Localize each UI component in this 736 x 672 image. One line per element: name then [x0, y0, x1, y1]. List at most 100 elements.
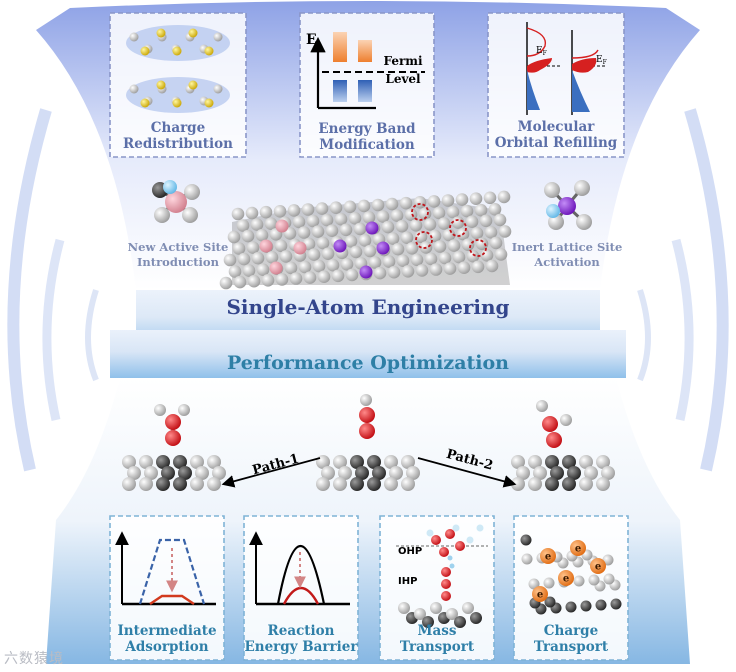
lattice-atom [228, 265, 242, 278]
dopant-purple-atom [359, 265, 373, 279]
lattice-atom [488, 203, 502, 216]
slab-atom [190, 455, 204, 469]
slab-atom [139, 477, 153, 491]
lattice-atom [485, 259, 499, 273]
lattice-atom [326, 258, 340, 272]
sulfur-atom [172, 98, 182, 108]
network-atom [580, 600, 592, 612]
lattice-atom [409, 219, 423, 232]
carbon-atom [213, 32, 223, 42]
slab-atom [545, 477, 559, 491]
lattice-atom [455, 193, 469, 206]
slab-atom [178, 466, 192, 480]
lattice-atom [475, 237, 489, 251]
charge-density-illustration [126, 25, 230, 113]
slab-atom [596, 477, 610, 491]
lattice-atom [401, 265, 415, 278]
lattice-atom [461, 238, 475, 251]
lattice-atom [231, 207, 245, 221]
lattice-atom [457, 261, 471, 275]
ef-label-left: EF [536, 46, 547, 57]
lattice-atom [279, 250, 293, 263]
surface-atom [398, 602, 410, 614]
dopant-pink-atom [293, 241, 307, 255]
lattice-atom [297, 226, 311, 239]
lattice-atom [479, 214, 493, 228]
lattice-atom [344, 235, 358, 248]
slab-atom [122, 477, 136, 491]
oxygen-atom [439, 547, 449, 557]
lattice-atom [441, 194, 455, 207]
inert-lattice-label: Inert Lattice Site Activation [511, 240, 623, 269]
ohp-label: OHP [398, 546, 422, 557]
slab-atom [579, 477, 593, 491]
slab-atom [528, 455, 542, 469]
network-atom [520, 534, 532, 546]
lattice-atom [493, 213, 507, 227]
network-atom [521, 553, 533, 565]
slab-atom [579, 455, 593, 469]
blue-band-left [333, 80, 347, 102]
electron-marker [532, 586, 548, 602]
lattice-atom [339, 223, 353, 237]
slab-atom [550, 466, 564, 480]
slab-atom [367, 477, 381, 491]
intermediate-adsorption-label: Intermediate Adsorption [117, 623, 217, 655]
lattice-atom [390, 209, 404, 222]
electron-label: e [595, 562, 601, 573]
lattice-atom [428, 229, 442, 243]
lattice-atom [446, 205, 460, 219]
sulfur-atom [140, 98, 150, 108]
slab-atom [207, 477, 221, 491]
lattice-atom [404, 208, 418, 221]
carbon-atom [129, 84, 139, 94]
lattice-atom [219, 276, 233, 290]
lattice-atom [387, 265, 401, 279]
surface-atom [446, 608, 458, 620]
network-atom [573, 575, 585, 587]
surface-atom [430, 602, 442, 614]
lattice-atom [395, 219, 409, 233]
lattice-atom [334, 212, 348, 226]
slab-atom [321, 466, 335, 480]
lattice-atom [246, 241, 260, 254]
slab-atom [401, 455, 415, 469]
sulfur-atom [204, 98, 214, 108]
lattice-atom [287, 204, 301, 217]
electron-marker [558, 570, 574, 586]
lattice-atom [345, 268, 359, 282]
slab-atom [367, 455, 381, 469]
blue-band-right [358, 80, 372, 102]
energy-band-diagram [310, 32, 425, 110]
slab-atom [350, 455, 364, 469]
barrier-energy-diagram [249, 531, 350, 606]
lattice-atom [410, 253, 424, 267]
slab-atom [511, 455, 525, 469]
slab-right [511, 455, 615, 491]
slab-atom [533, 466, 547, 480]
lattice-atom [400, 231, 414, 244]
orbital-dos-diagram: EF EF [526, 22, 607, 115]
slab-atom [122, 455, 136, 469]
lattice-atom [265, 250, 279, 264]
path1-arrow [221, 457, 321, 488]
energy-band-label: Energy Band Modification [318, 121, 416, 153]
lattice-atom [320, 213, 334, 227]
slab-atom [207, 455, 221, 469]
adsorbate-center [359, 394, 375, 439]
slab-atom [389, 466, 403, 480]
lattice-atom [223, 253, 237, 267]
slab-atom [562, 455, 576, 469]
slab-atom [190, 477, 204, 491]
lattice-atom [340, 258, 354, 271]
adsorbate-right [536, 400, 572, 448]
lattice-atom [371, 198, 385, 212]
slab-atom [562, 477, 576, 491]
slab-atom [584, 466, 598, 480]
lattice-atom [256, 263, 270, 277]
dopant-purple-atom [333, 239, 347, 253]
lattice-atom [466, 249, 480, 263]
lattice-atom [438, 251, 452, 265]
lattice-atom [227, 230, 241, 244]
